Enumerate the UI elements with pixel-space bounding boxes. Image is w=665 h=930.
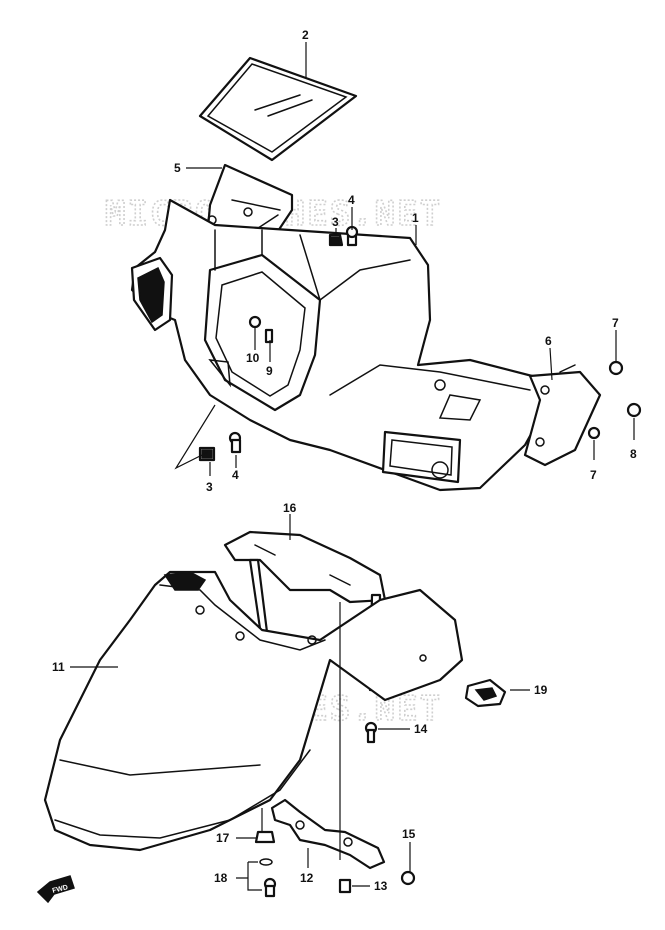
label-7a: 7 [612,316,619,330]
fasteners-right [587,360,642,440]
front-fender [43,570,464,852]
label-11: 11 [52,660,65,674]
right-bracket [523,364,602,467]
label-9: 9 [266,364,273,378]
label-15: 15 [402,827,416,841]
grommet [464,678,507,708]
forward-arrow-icon: FWD [36,875,75,904]
label-5: 5 [174,161,181,175]
label-19: 19 [534,683,548,697]
part-labels: 2 5 4 3 1 10 9 6 7 8 7 3 4 16 11 19 14 1… [52,28,637,893]
label-18: 18 [214,871,228,885]
label-4b: 4 [232,468,239,482]
label-16: 16 [283,501,297,515]
leg-shield-upper [130,198,552,492]
label-10: 10 [246,351,260,365]
fasteners-lower [254,721,416,898]
windscreen-lens [198,56,358,162]
fwd-label: FWD [52,884,69,895]
label-12: 12 [300,871,314,885]
label-4a: 4 [348,193,355,207]
label-13: 13 [374,879,388,893]
label-3a: 3 [332,215,339,229]
label-17: 17 [216,831,230,845]
leader-lines [70,42,635,891]
label-2: 2 [302,28,309,42]
label-14: 14 [414,722,428,736]
label-1: 1 [412,211,419,225]
fasteners-upper [198,225,359,462]
label-3b: 3 [206,480,213,494]
stay-plate [270,798,386,870]
label-8: 8 [630,447,637,461]
label-7b: 7 [590,468,597,482]
label-6: 6 [545,334,552,348]
